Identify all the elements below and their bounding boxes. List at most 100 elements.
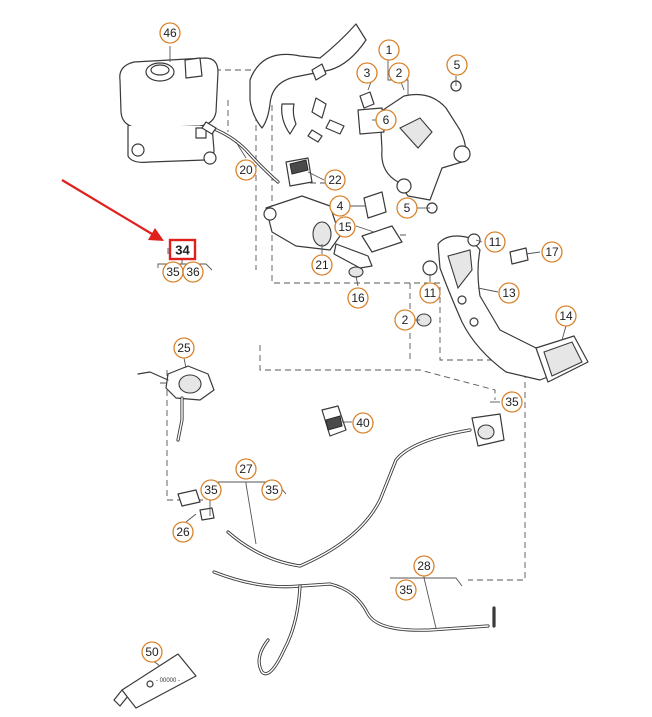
callout-16[interactable]: 16: [347, 287, 369, 309]
callout-number: 20: [239, 163, 253, 177]
callout-number: 35: [505, 395, 519, 409]
callout-circle: [419, 282, 441, 304]
callout-26[interactable]: 26: [172, 521, 194, 543]
callout-circle: [375, 109, 397, 131]
callout-circle: [356, 62, 378, 84]
callout-25[interactable]: 25: [173, 337, 195, 359]
clutch-lines: [177, 413, 505, 676]
callout-number: 35: [166, 265, 180, 279]
callout-circle: [329, 195, 351, 217]
callout-circle: [141, 641, 163, 663]
callout-number: 16: [351, 291, 365, 305]
master-cylinder: [263, 157, 403, 278]
pedal-bracket: [249, 23, 471, 201]
callout-circle: [395, 579, 417, 601]
connector-clip: [321, 405, 347, 437]
callout-number: 1: [386, 43, 393, 57]
callout-20[interactable]: 20: [235, 159, 257, 181]
callout-4[interactable]: 4: [329, 195, 351, 217]
callout-number: 5: [454, 58, 461, 72]
callout-15[interactable]: 15: [334, 216, 356, 238]
callout-number: 14: [559, 309, 573, 323]
callout-1[interactable]: 1: [378, 39, 400, 61]
callout-40[interactable]: 40: [352, 412, 374, 434]
callout-circle: [498, 282, 520, 304]
callout-number: 13: [502, 286, 516, 300]
fluid-reservoir: [119, 57, 219, 165]
callout-circle: [396, 197, 418, 219]
callout-circle: [347, 287, 369, 309]
callout-number: 2: [402, 313, 409, 327]
callout-circle: [261, 479, 283, 501]
callout-circle: [484, 231, 506, 253]
highlighted-part-text: 34: [175, 243, 190, 258]
callout-number: 46: [163, 26, 177, 40]
callout-5[interactable]: 5: [446, 54, 468, 76]
callout-circle: [182, 261, 204, 283]
small-components: [307, 80, 462, 214]
callout-number: 11: [424, 286, 437, 300]
callout-14[interactable]: 14: [555, 305, 577, 327]
callout-number: 6: [383, 113, 390, 127]
callout-circle: [352, 412, 374, 434]
callout-number: 5: [404, 201, 411, 215]
callout-circle: [394, 309, 416, 331]
callout-46[interactable]: 46: [159, 22, 181, 44]
callout-2[interactable]: 2: [388, 62, 410, 84]
callout-number: 27: [239, 462, 253, 476]
callout-number: 2: [396, 66, 403, 80]
callout-36[interactable]: 36: [182, 261, 204, 283]
callout-27[interactable]: 27: [235, 458, 257, 480]
callout-3[interactable]: 3: [356, 62, 378, 84]
highlighted-part-label[interactable]: 34: [168, 238, 197, 261]
callout-circle: [173, 337, 195, 359]
callout-11[interactable]: 11: [484, 231, 506, 253]
callout-35[interactable]: 35: [162, 261, 184, 283]
callout-50[interactable]: 50: [141, 641, 163, 663]
callout-number: 17: [545, 245, 559, 259]
callout-number: 40: [356, 416, 370, 430]
callout-17[interactable]: 17: [541, 241, 563, 263]
callout-circle: [334, 216, 356, 238]
callout-circle: [235, 458, 257, 480]
callout-number: 3: [364, 66, 371, 80]
grease-tube-text: - 00000 -: [156, 678, 180, 684]
callout-22[interactable]: 22: [324, 169, 346, 191]
callout-number: 15: [338, 220, 352, 234]
callout-circle: [159, 22, 181, 44]
callout-circle: [311, 254, 333, 276]
callout-circle: [378, 39, 400, 61]
clutch-pedal: [416, 233, 589, 383]
callout-number: 4: [337, 199, 344, 213]
callout-circle: [200, 479, 222, 501]
callout-number: 36: [186, 265, 200, 279]
callout-number: 26: [176, 525, 190, 539]
callout-2[interactable]: 2: [394, 309, 416, 331]
callout-21[interactable]: 21: [311, 254, 333, 276]
callout-circle: [446, 54, 468, 76]
callout-5[interactable]: 5: [396, 197, 418, 219]
callout-circle: [172, 521, 194, 543]
callout-13[interactable]: 13: [498, 282, 520, 304]
callout-11[interactable]: 11: [419, 282, 441, 304]
callout-28[interactable]: 28: [413, 555, 435, 577]
callout-35[interactable]: 35: [395, 579, 417, 601]
callout-6[interactable]: 6: [375, 109, 397, 131]
callout-35[interactable]: 35: [501, 391, 523, 413]
callout-number: 35: [204, 483, 218, 497]
callout-circle: [388, 62, 410, 84]
callout-number: 28: [417, 559, 431, 573]
supply-hose: [201, 121, 280, 184]
callout-number: 35: [265, 483, 279, 497]
callout-circle: [541, 241, 563, 263]
slave-cylinder: [137, 365, 215, 442]
callout-circle: [413, 555, 435, 577]
callout-circle: [324, 169, 346, 191]
callout-number: 11: [489, 235, 502, 249]
callout-circle: [501, 391, 523, 413]
callout-number: 25: [177, 341, 191, 355]
callout-35[interactable]: 35: [261, 479, 283, 501]
callout-35[interactable]: 35: [200, 479, 222, 501]
